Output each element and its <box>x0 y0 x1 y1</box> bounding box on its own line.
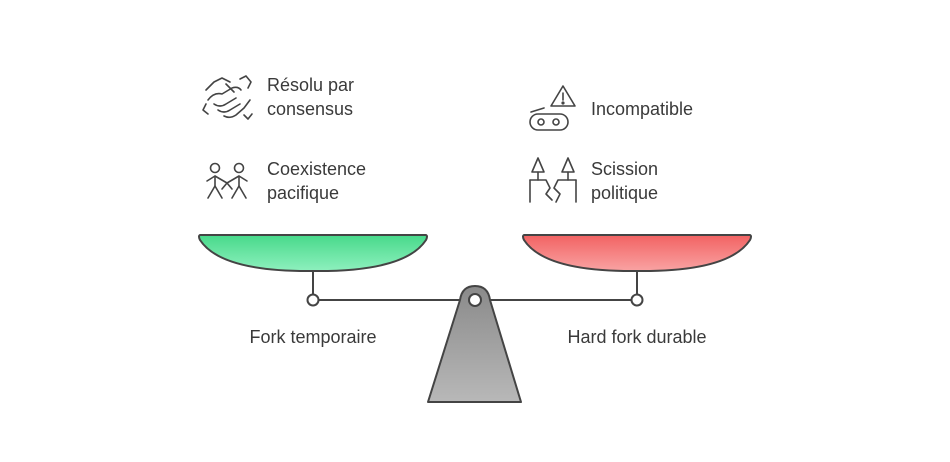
people-icon <box>206 162 248 199</box>
right-item-1-label: Incompatible <box>591 99 694 119</box>
broken-chain-warning-icon <box>529 85 576 131</box>
right-caption: Hard fork durable <box>567 327 707 347</box>
right-item-2-label: Scission politique <box>591 159 659 203</box>
left-pan <box>198 234 428 273</box>
left-item-1-label: Résolu par consensus <box>267 75 355 119</box>
right-pivot <box>630 293 644 307</box>
split-ground-trees-icon <box>529 157 577 203</box>
fulcrum <box>427 285 522 403</box>
left-pivot <box>306 293 320 307</box>
handshake-icon <box>202 75 253 120</box>
center-pivot <box>468 293 482 307</box>
left-item-2-label: Coexistence pacifique <box>267 159 367 203</box>
right-pan <box>522 234 752 273</box>
left-caption: Fork temporaire <box>249 327 377 347</box>
